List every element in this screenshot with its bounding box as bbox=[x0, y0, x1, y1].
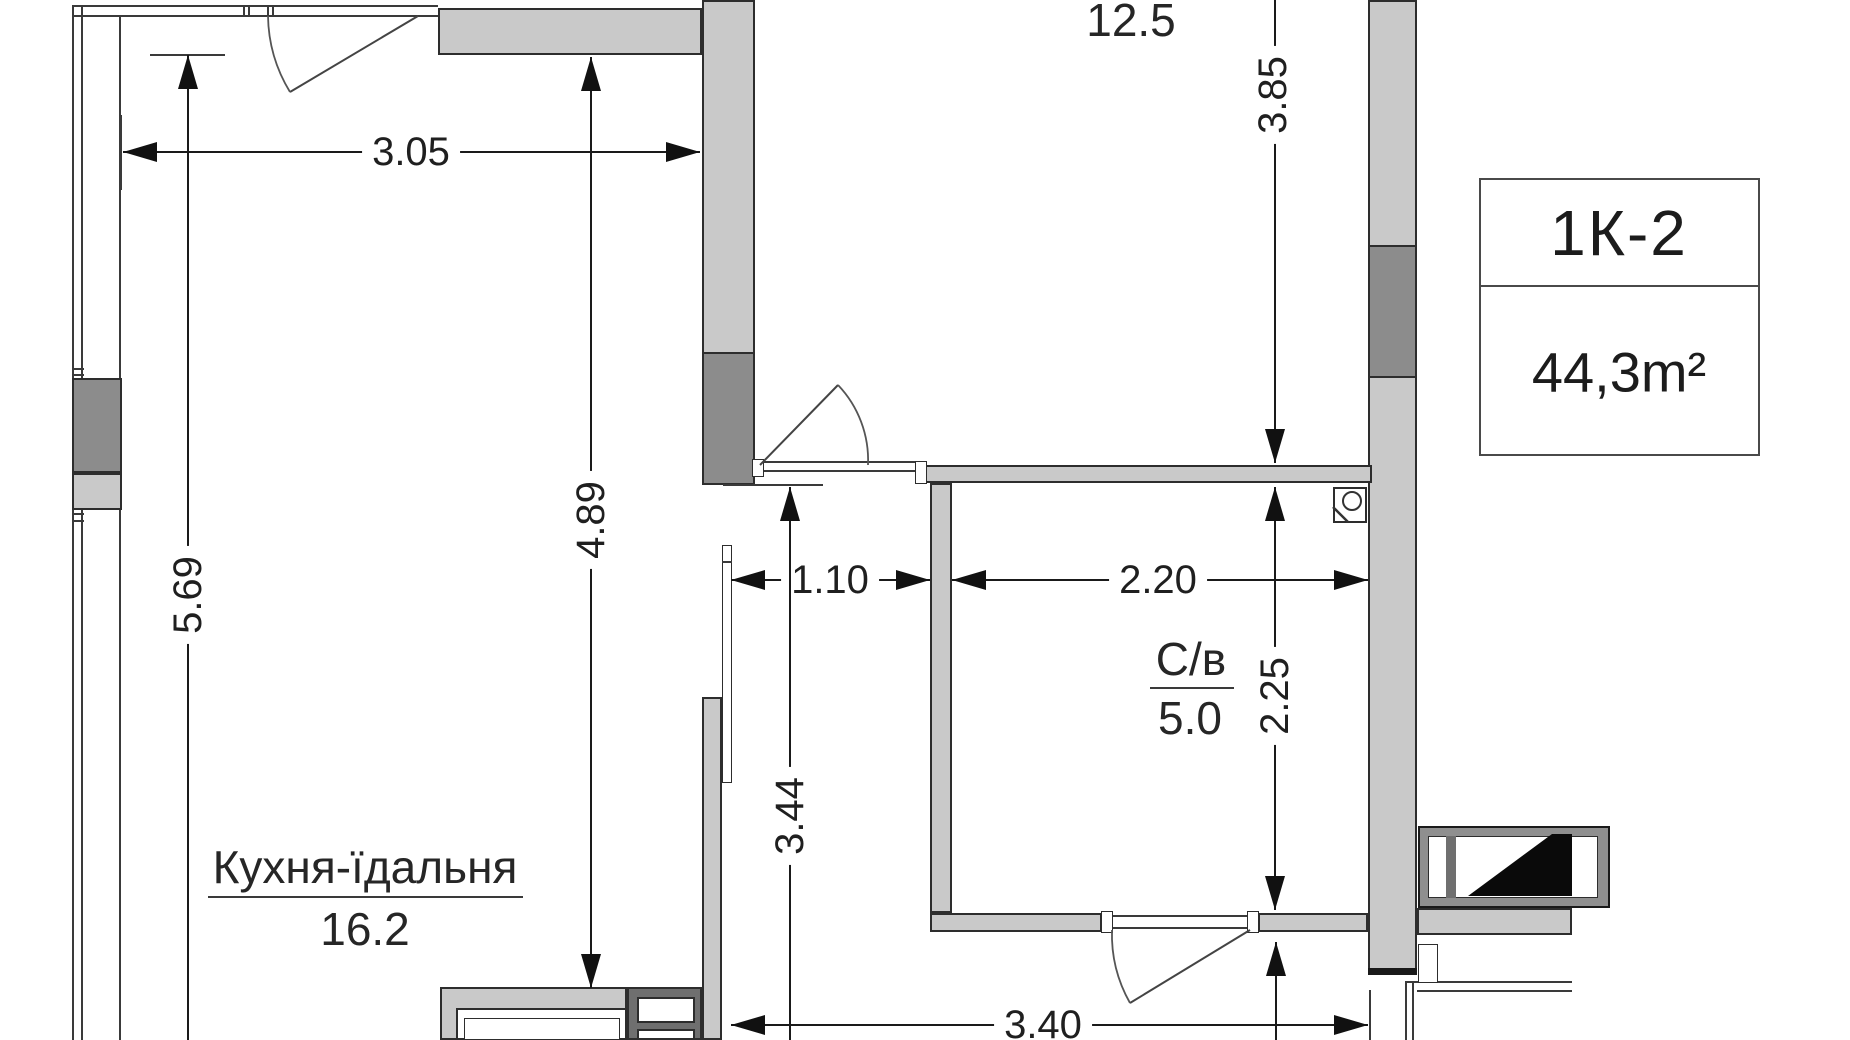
neighbor-bottom-wall bbox=[1417, 908, 1572, 935]
bathroom-bottom-wall-right bbox=[1258, 913, 1368, 932]
dim-305-arrow-right bbox=[666, 142, 700, 162]
dim-kitchen-height-inner: 4.89 bbox=[569, 471, 613, 569]
dim-bathroom-width: 2.20 bbox=[1109, 559, 1207, 601]
living-door-threshold-line bbox=[759, 470, 917, 472]
dim-305-ext-line bbox=[120, 115, 122, 190]
dim-below-bathroom-arrow bbox=[1266, 942, 1286, 976]
kitchen-name-label: Кухня-їдальня bbox=[212, 841, 518, 893]
living-room-area-label: 12.5 bbox=[1086, 0, 1176, 46]
dim-220-arrow-left bbox=[952, 570, 986, 590]
dim-hall-height: 3.44 bbox=[768, 767, 812, 865]
bathroom-door-threshold-line bbox=[1112, 927, 1248, 929]
right-wall-end-cap bbox=[1368, 968, 1417, 975]
hall-partition bbox=[722, 545, 732, 783]
bathroom-left-wall bbox=[930, 483, 952, 913]
neighbor-floor-line bbox=[1405, 981, 1572, 983]
left-window-line-inner bbox=[119, 15, 121, 1040]
bathroom-door-panel bbox=[1129, 929, 1251, 1004]
kitchen-sink-bowl bbox=[637, 1029, 695, 1040]
unit-info-box bbox=[1479, 178, 1760, 456]
right-exterior-wall-upper bbox=[1368, 0, 1417, 247]
dim-344-arrow-top bbox=[780, 487, 800, 521]
dim-489-arrow-top bbox=[581, 57, 601, 91]
kitchen-area-label: 16.2 bbox=[320, 903, 410, 955]
dim-living-height: 3.85 bbox=[1251, 46, 1295, 144]
dim-344-line bbox=[789, 487, 791, 1040]
dim-top-width: 3.05 bbox=[362, 131, 460, 173]
dim-225-arrow-bottom bbox=[1265, 876, 1285, 910]
left-wall-jamb-tick bbox=[72, 374, 84, 376]
bathtub-divider bbox=[1446, 836, 1456, 898]
dim-110-arrow-right bbox=[896, 570, 930, 590]
kitchen-name-underline bbox=[208, 896, 523, 898]
living-door-threshold-line bbox=[759, 461, 917, 463]
main-vertical-wall-lower bbox=[702, 352, 755, 485]
bathroom-name-label: С/в bbox=[1155, 633, 1227, 685]
bathroom-door-jamb-left bbox=[1101, 911, 1113, 933]
dim-below-bathroom-line bbox=[1275, 942, 1277, 1040]
loggia-door-panel bbox=[289, 15, 419, 93]
top-wall bbox=[438, 8, 702, 55]
living-door-panel bbox=[759, 384, 839, 466]
dim-bathroom-height: 2.25 bbox=[1253, 647, 1297, 745]
dim-385-arrow-bottom bbox=[1265, 429, 1285, 463]
dim-220-arrow-right bbox=[1334, 570, 1368, 590]
dim-344-ext-line bbox=[723, 484, 823, 486]
washing-machine-corner-line bbox=[1332, 506, 1349, 523]
dim-569-arrow-top bbox=[178, 55, 198, 89]
dim-kitchen-height-full: 5.69 bbox=[166, 546, 210, 644]
unit-id-label: 1К-2 bbox=[1550, 197, 1688, 269]
dim-385-line bbox=[1274, 0, 1276, 463]
bathroom-door-threshold-line bbox=[1112, 915, 1248, 917]
neighbor-floor-line bbox=[1417, 990, 1572, 992]
loggia-mullion-tick bbox=[267, 5, 269, 17]
living-door-arc bbox=[837, 384, 869, 466]
neighbor-fixture bbox=[1418, 944, 1438, 983]
right-exterior-wall-mid bbox=[1368, 245, 1417, 378]
bathtub-shadow bbox=[1468, 834, 1572, 896]
living-door-jamb-right bbox=[915, 461, 927, 484]
right-exterior-wall-lower bbox=[1368, 376, 1417, 973]
loggia-door-arc bbox=[267, 15, 291, 93]
left-wall-solid-light bbox=[72, 473, 122, 510]
loggia-mullion-tick bbox=[243, 5, 245, 17]
dim-305-arrow-left bbox=[123, 142, 157, 162]
dim-340-ext-line bbox=[1369, 990, 1371, 1040]
dim-110-arrow-left bbox=[731, 570, 765, 590]
left-wall-jamb-tick bbox=[72, 513, 84, 515]
left-wall-jamb-tick bbox=[72, 368, 84, 370]
left-wall-jamb-tick bbox=[72, 520, 84, 522]
left-window-line-mid bbox=[81, 5, 83, 1040]
dim-hall-width: 1.10 bbox=[781, 559, 879, 601]
bathroom-area-label: 5.0 bbox=[1158, 692, 1222, 744]
dim-340-arrow-right bbox=[1334, 1015, 1368, 1035]
washing-machine-drum-icon bbox=[1342, 491, 1362, 511]
bathroom-name-underline bbox=[1150, 687, 1234, 689]
loggia-front-line-inner bbox=[72, 15, 438, 17]
unit-info-divider bbox=[1479, 285, 1760, 287]
dim-340-arrow-left bbox=[731, 1015, 765, 1035]
dim-225-arrow-top bbox=[1265, 487, 1285, 521]
hall-partition-tick bbox=[722, 561, 732, 563]
dim-489-arrow-bottom bbox=[581, 954, 601, 988]
hall-wall-stub bbox=[702, 697, 722, 1040]
loggia-mullion-tick bbox=[248, 5, 250, 17]
left-wall-solid-dark bbox=[72, 378, 122, 473]
neighbor-window-line bbox=[1412, 983, 1414, 1040]
left-window-line-outer bbox=[72, 5, 74, 1040]
kitchen-sink-bowl bbox=[637, 997, 695, 1023]
bathroom-door-jamb-right bbox=[1247, 911, 1259, 933]
dim-bottom-width: 3.40 bbox=[994, 1004, 1092, 1040]
bathroom-door-arc bbox=[1111, 929, 1131, 1004]
loggia-mullion-tick bbox=[272, 5, 274, 17]
neighbor-window-line bbox=[1405, 983, 1407, 1040]
loggia-front-line-outer bbox=[72, 5, 438, 7]
unit-area-label: 44,3m² bbox=[1531, 340, 1707, 404]
